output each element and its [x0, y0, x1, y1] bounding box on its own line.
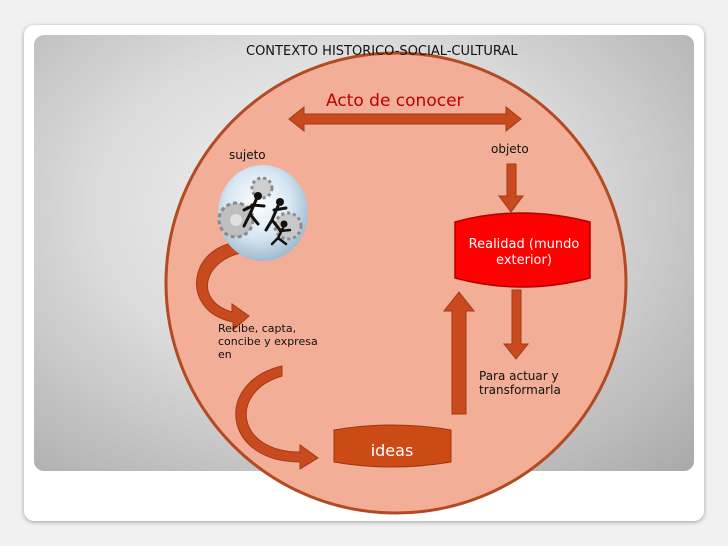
act-double-arrow — [288, 105, 522, 133]
people-pushing-gears-icon — [217, 165, 308, 261]
realidad-banner — [454, 212, 591, 288]
arrow-ideas-up — [442, 291, 476, 415]
label-para-actuar: Para actuar y transformarla — [479, 369, 561, 398]
context-title: CONTEXTO HISTORICO-SOCIAL-CULTURAL — [246, 44, 518, 59]
label-sujeto: sujeto — [229, 148, 266, 162]
curved-arrow-to-ideas — [235, 365, 319, 470]
arrow-realidad-down — [502, 289, 530, 360]
ideas-banner — [333, 424, 452, 468]
arrow-objeto-down — [498, 163, 524, 213]
label-recibe: Recibe, capta, concibe y expresa en — [218, 322, 318, 362]
act-title: Acto de conocer — [326, 91, 464, 111]
label-realidad: Realidad (mundo exterior) — [468, 237, 580, 268]
curved-arrow-sujeto — [196, 241, 250, 332]
label-ideas: ideas — [370, 441, 414, 460]
label-objeto: objeto — [491, 142, 529, 156]
